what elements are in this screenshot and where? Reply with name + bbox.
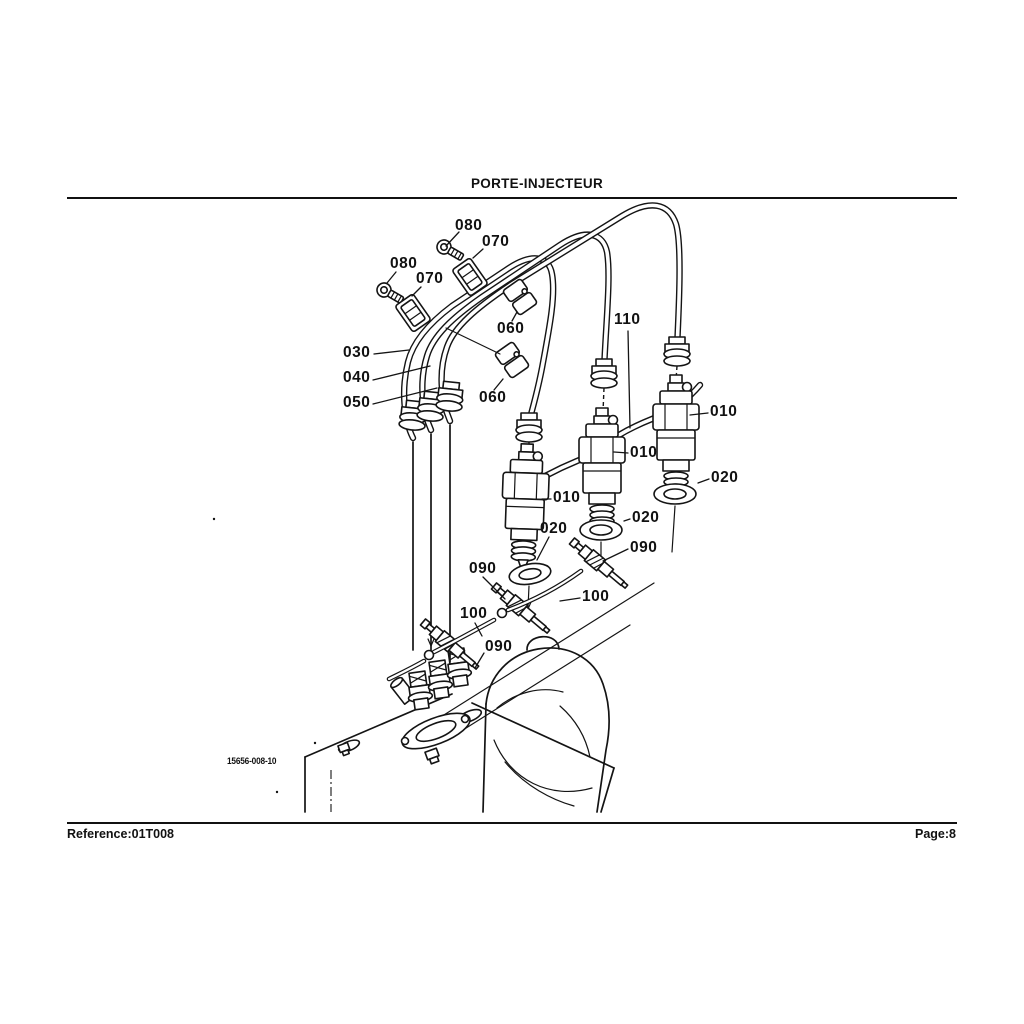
callout-label-100-left: 100 [460, 605, 488, 622]
glow-plug-right [566, 534, 632, 593]
callout-label-110: 110 [614, 311, 641, 328]
callout-label-090-right: 090 [630, 539, 658, 556]
pipe-clamp-lower [493, 340, 531, 380]
callout-label-070-top: 070 [482, 233, 510, 250]
washer-right [653, 483, 697, 505]
footer-rule [67, 822, 957, 824]
page-title: PORTE-INJECTEUR [470, 176, 603, 191]
header-rule [67, 197, 957, 199]
callout-label-040: 040 [343, 369, 371, 386]
callout-label-060-lower: 060 [479, 389, 507, 406]
callout-label-060-upper: 060 [497, 320, 525, 337]
callout-label-020-middle: 020 [632, 509, 660, 526]
callout-label-020-right: 020 [711, 469, 739, 486]
callout-label-030: 030 [343, 344, 371, 361]
callout-label-010-right: 010 [710, 403, 738, 420]
pipe-drops [412, 424, 451, 663]
washer-middle [579, 519, 623, 541]
clamp-bracket-top [451, 256, 489, 298]
clamps-and-bolts [373, 236, 539, 380]
footer-reference: Reference:01T008 [67, 827, 175, 841]
callout-label-100-right: 100 [582, 588, 610, 605]
callout-label-090-lower: 090 [485, 638, 513, 655]
paper-specks [212, 517, 317, 794]
callout-leader-lines [372, 231, 710, 669]
injector-middle [578, 407, 626, 533]
housing-illustration [482, 635, 610, 813]
callout-label-050: 050 [343, 394, 371, 411]
drawing-code: 15656-008-10 [227, 756, 277, 766]
callout-label-090-middle: 090 [469, 560, 497, 577]
cylinder-head-phantom-line [419, 582, 655, 731]
wire-ring-terminal [423, 649, 435, 661]
footer-page-number: Page:8 [915, 827, 956, 841]
callout-label-080-left: 080 [390, 255, 418, 272]
injection-pump-illustration [389, 646, 474, 765]
callout-label-070-left: 070 [416, 270, 444, 287]
callout-label-080-top: 080 [455, 217, 483, 234]
washer-left [506, 559, 554, 589]
callout-label-010-middle: 010 [630, 444, 658, 461]
callout-label-020-left: 020 [540, 520, 568, 537]
wire-ring-terminal [496, 607, 508, 619]
callout-label-010-left: 010 [553, 489, 581, 506]
glow-plugs-illustration [389, 534, 632, 679]
cylinder-head-phantom-line-2 [454, 624, 631, 736]
injector-right [652, 374, 700, 500]
engine-block-illustration [304, 582, 655, 813]
